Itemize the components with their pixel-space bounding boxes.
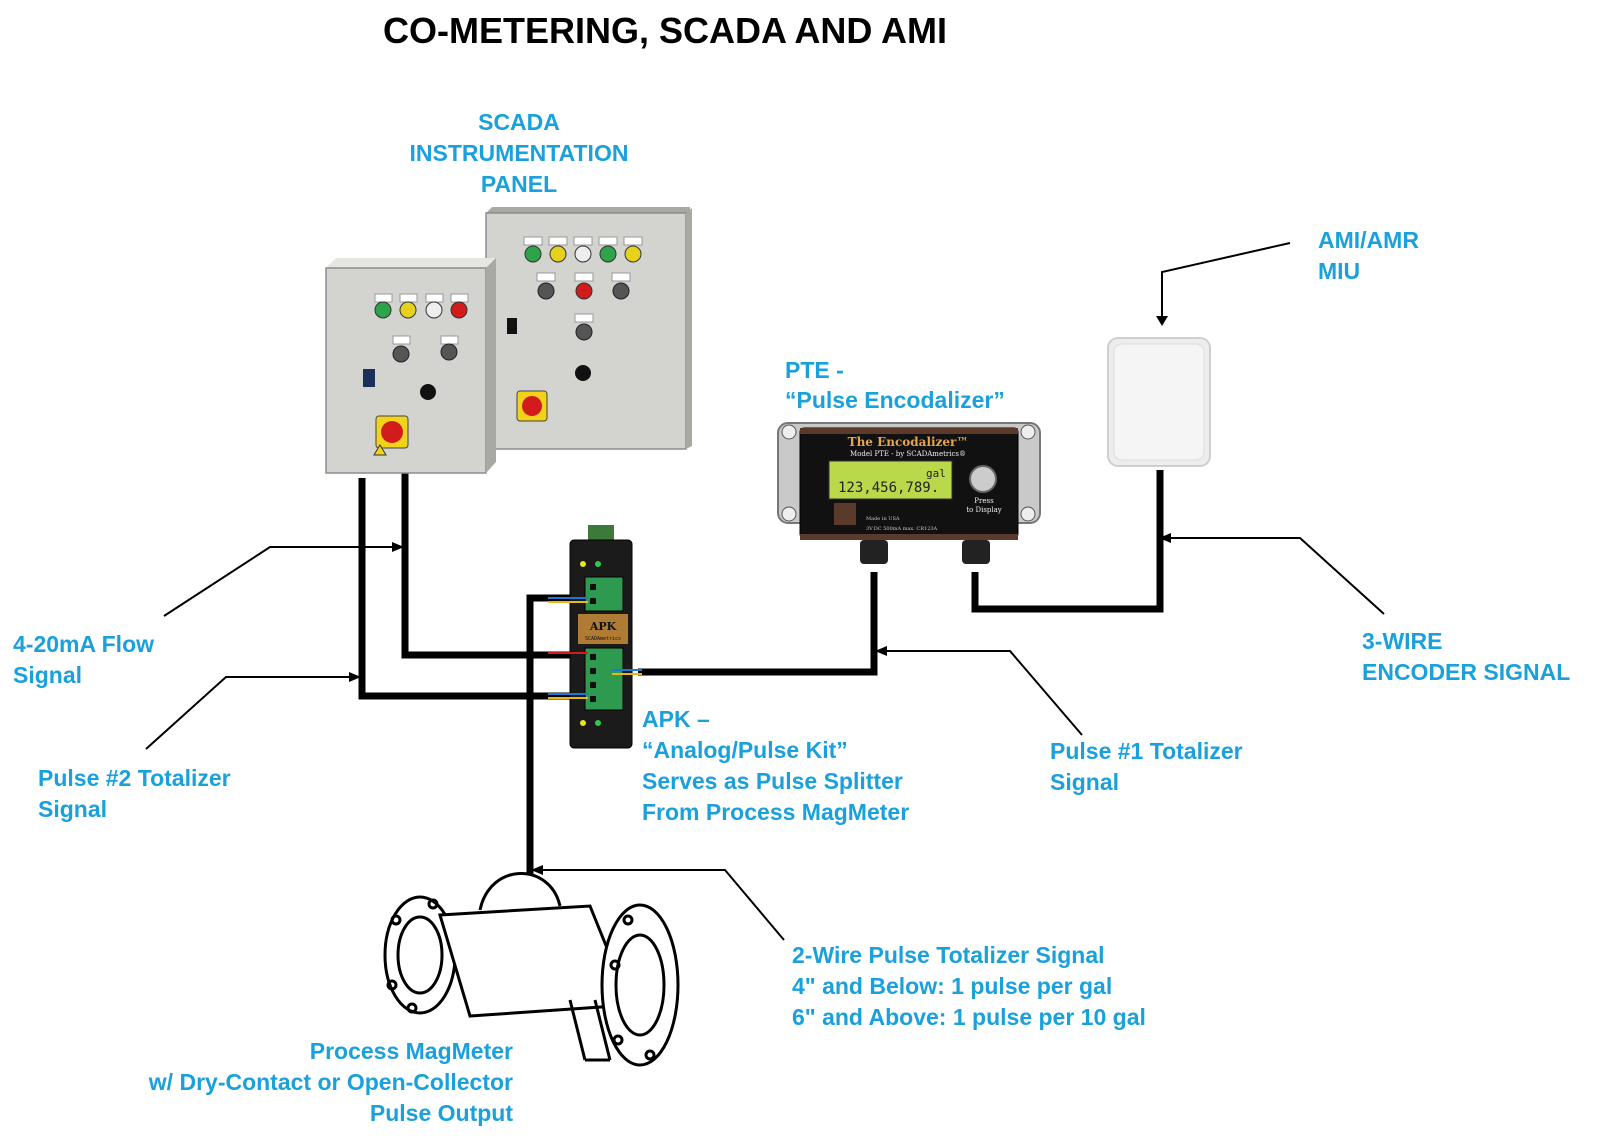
label-3wire-line1: 3-WIRE bbox=[1362, 628, 1443, 654]
label-scada-line1: SCADA bbox=[478, 109, 560, 135]
labels: SCADA INSTRUMENTATION PANEL AMI/AMR MIU … bbox=[13, 109, 1570, 1126]
label-2wire-line1: 2-Wire Pulse Totalizer Signal bbox=[792, 942, 1105, 968]
label-pulse1-line1: Pulse #1 Totalizer bbox=[1050, 738, 1243, 764]
label-apk-line1: APK – bbox=[642, 706, 710, 732]
encodalizer-brand: The Encodalizer™ bbox=[848, 435, 969, 449]
apk-device-label: APK bbox=[589, 620, 617, 633]
encodalizer-model: Model PTE - by SCADAmetrics® bbox=[850, 450, 966, 458]
display-button[interactable] bbox=[969, 465, 997, 493]
apk-device-sub: SCADAmetrics bbox=[585, 636, 621, 642]
label-pte-line2: “Pulse Encodalizer” bbox=[785, 387, 1005, 413]
lcd-value: 123,456,789. bbox=[838, 480, 939, 496]
encodalizer-footer-left: Made in USA bbox=[866, 516, 900, 522]
encoder-3wire bbox=[971, 470, 1164, 613]
lcd-unit: gal bbox=[926, 467, 946, 480]
label-magmeter-line3: Pulse Output bbox=[370, 1100, 513, 1126]
pulse-encodalizer-device: The Encodalizer™ Model PTE - by SCADAmet… bbox=[777, 422, 1041, 564]
flow-signal-wire bbox=[401, 465, 570, 659]
button-label-2: to Display bbox=[966, 506, 1002, 514]
label-ami-line1: AMI/AMR bbox=[1318, 227, 1419, 253]
label-flow-line1: 4-20mA Flow bbox=[13, 631, 154, 657]
indicator-lamps-left bbox=[363, 293, 469, 456]
indicator-lamps-right bbox=[507, 236, 643, 422]
label-2wire-line3: 6" and Above: 1 pulse per 10 gal bbox=[792, 1004, 1146, 1030]
qr-code bbox=[834, 503, 856, 525]
label-3wire-line2: ENCODER SIGNAL bbox=[1362, 659, 1570, 685]
lcd-display bbox=[828, 460, 953, 500]
leader-lines bbox=[145, 242, 1385, 941]
label-magmeter-line2: w/ Dry-Contact or Open-Collector bbox=[148, 1069, 513, 1095]
scada-instrumentation-panel bbox=[325, 207, 692, 474]
diagram-title: CO-METERING, SCADA AND AMI bbox=[383, 10, 947, 51]
label-apk-line3: Serves as Pulse Splitter bbox=[642, 768, 903, 794]
ami-miu-device bbox=[1107, 337, 1211, 467]
meter-pulse-wire bbox=[526, 594, 575, 890]
label-apk-line2: “Analog/Pulse Kit” bbox=[642, 737, 848, 763]
process-magmeter bbox=[383, 872, 680, 1067]
apk-device: APK SCADAmetrics bbox=[548, 525, 642, 749]
label-pulse1-line2: Signal bbox=[1050, 769, 1119, 795]
label-pulse2-line2: Signal bbox=[38, 796, 107, 822]
pulse1-wire bbox=[638, 572, 878, 676]
label-2wire-line2: 4" and Below: 1 pulse per gal bbox=[792, 973, 1112, 999]
label-scada-line2: INSTRUMENTATION bbox=[410, 140, 629, 166]
button-label-1: Press bbox=[974, 497, 994, 505]
pulse2-wire bbox=[358, 478, 572, 700]
label-ami-line2: MIU bbox=[1318, 258, 1360, 284]
label-pulse2-line1: Pulse #2 Totalizer bbox=[38, 765, 231, 791]
label-scada-line3: PANEL bbox=[481, 171, 557, 197]
label-pte-line1: PTE - bbox=[785, 357, 844, 383]
label-magmeter-line1: Process MagMeter bbox=[310, 1038, 513, 1064]
wiring bbox=[358, 465, 1164, 890]
label-apk-line4: From Process MagMeter bbox=[642, 799, 909, 825]
label-flow-line2: Signal bbox=[13, 662, 82, 688]
encodalizer-footer-right: 3V DC 500mA max. CR123A bbox=[866, 526, 938, 532]
